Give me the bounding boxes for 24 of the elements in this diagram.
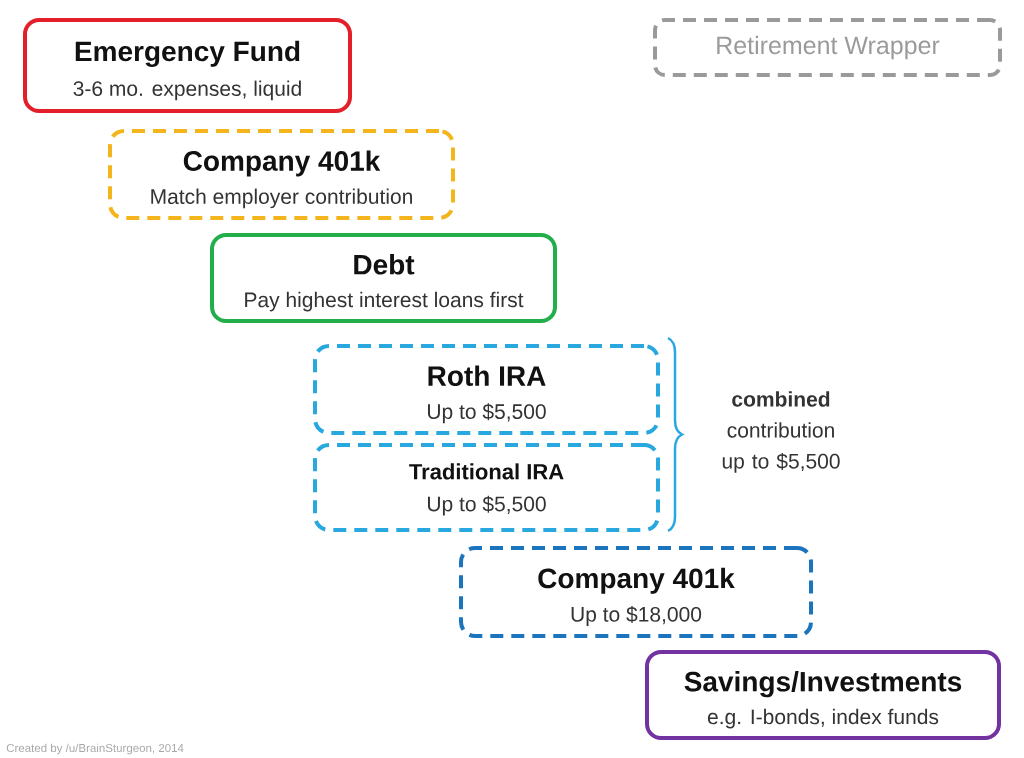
box-note: Up to $5,500 <box>428 495 546 516</box>
box-note: e.g. I-bonds, index funds <box>707 708 939 729</box>
priority-box <box>313 344 660 435</box>
box-title: Roth IRA <box>428 365 546 386</box>
credit-note: Created by /u/BrainSturgeon, 2014 <box>6 743 184 755</box>
box-note: Up to $18,000 <box>571 606 702 626</box>
box-title: Company 401k <box>183 150 381 177</box>
box-title: Savings/Investments <box>684 671 962 698</box>
box-title: Debt <box>354 254 415 275</box>
box-note: 3-6 mo. expenses, liquid <box>73 80 301 101</box>
priority-box <box>645 650 1001 740</box>
legend-box: Retirement Wrapper <box>653 18 1002 77</box>
box-title: Company 401k <box>538 567 735 594</box>
priority-box <box>313 443 660 532</box>
priority-box <box>108 129 455 220</box>
priority-box <box>210 233 557 323</box>
brace-note: combined contribution up to $5,500 <box>722 391 840 473</box>
box-title: Traditional IRA <box>409 463 564 480</box>
priority-box <box>23 18 352 113</box>
box-title: Emergency Fund <box>75 40 300 67</box>
box-note: Pay highest interest loans first <box>245 291 524 312</box>
priority-box <box>459 546 813 638</box>
box-note: Match employer contribution <box>151 188 412 209</box>
box-note: Up to $5,500 <box>428 403 546 424</box>
